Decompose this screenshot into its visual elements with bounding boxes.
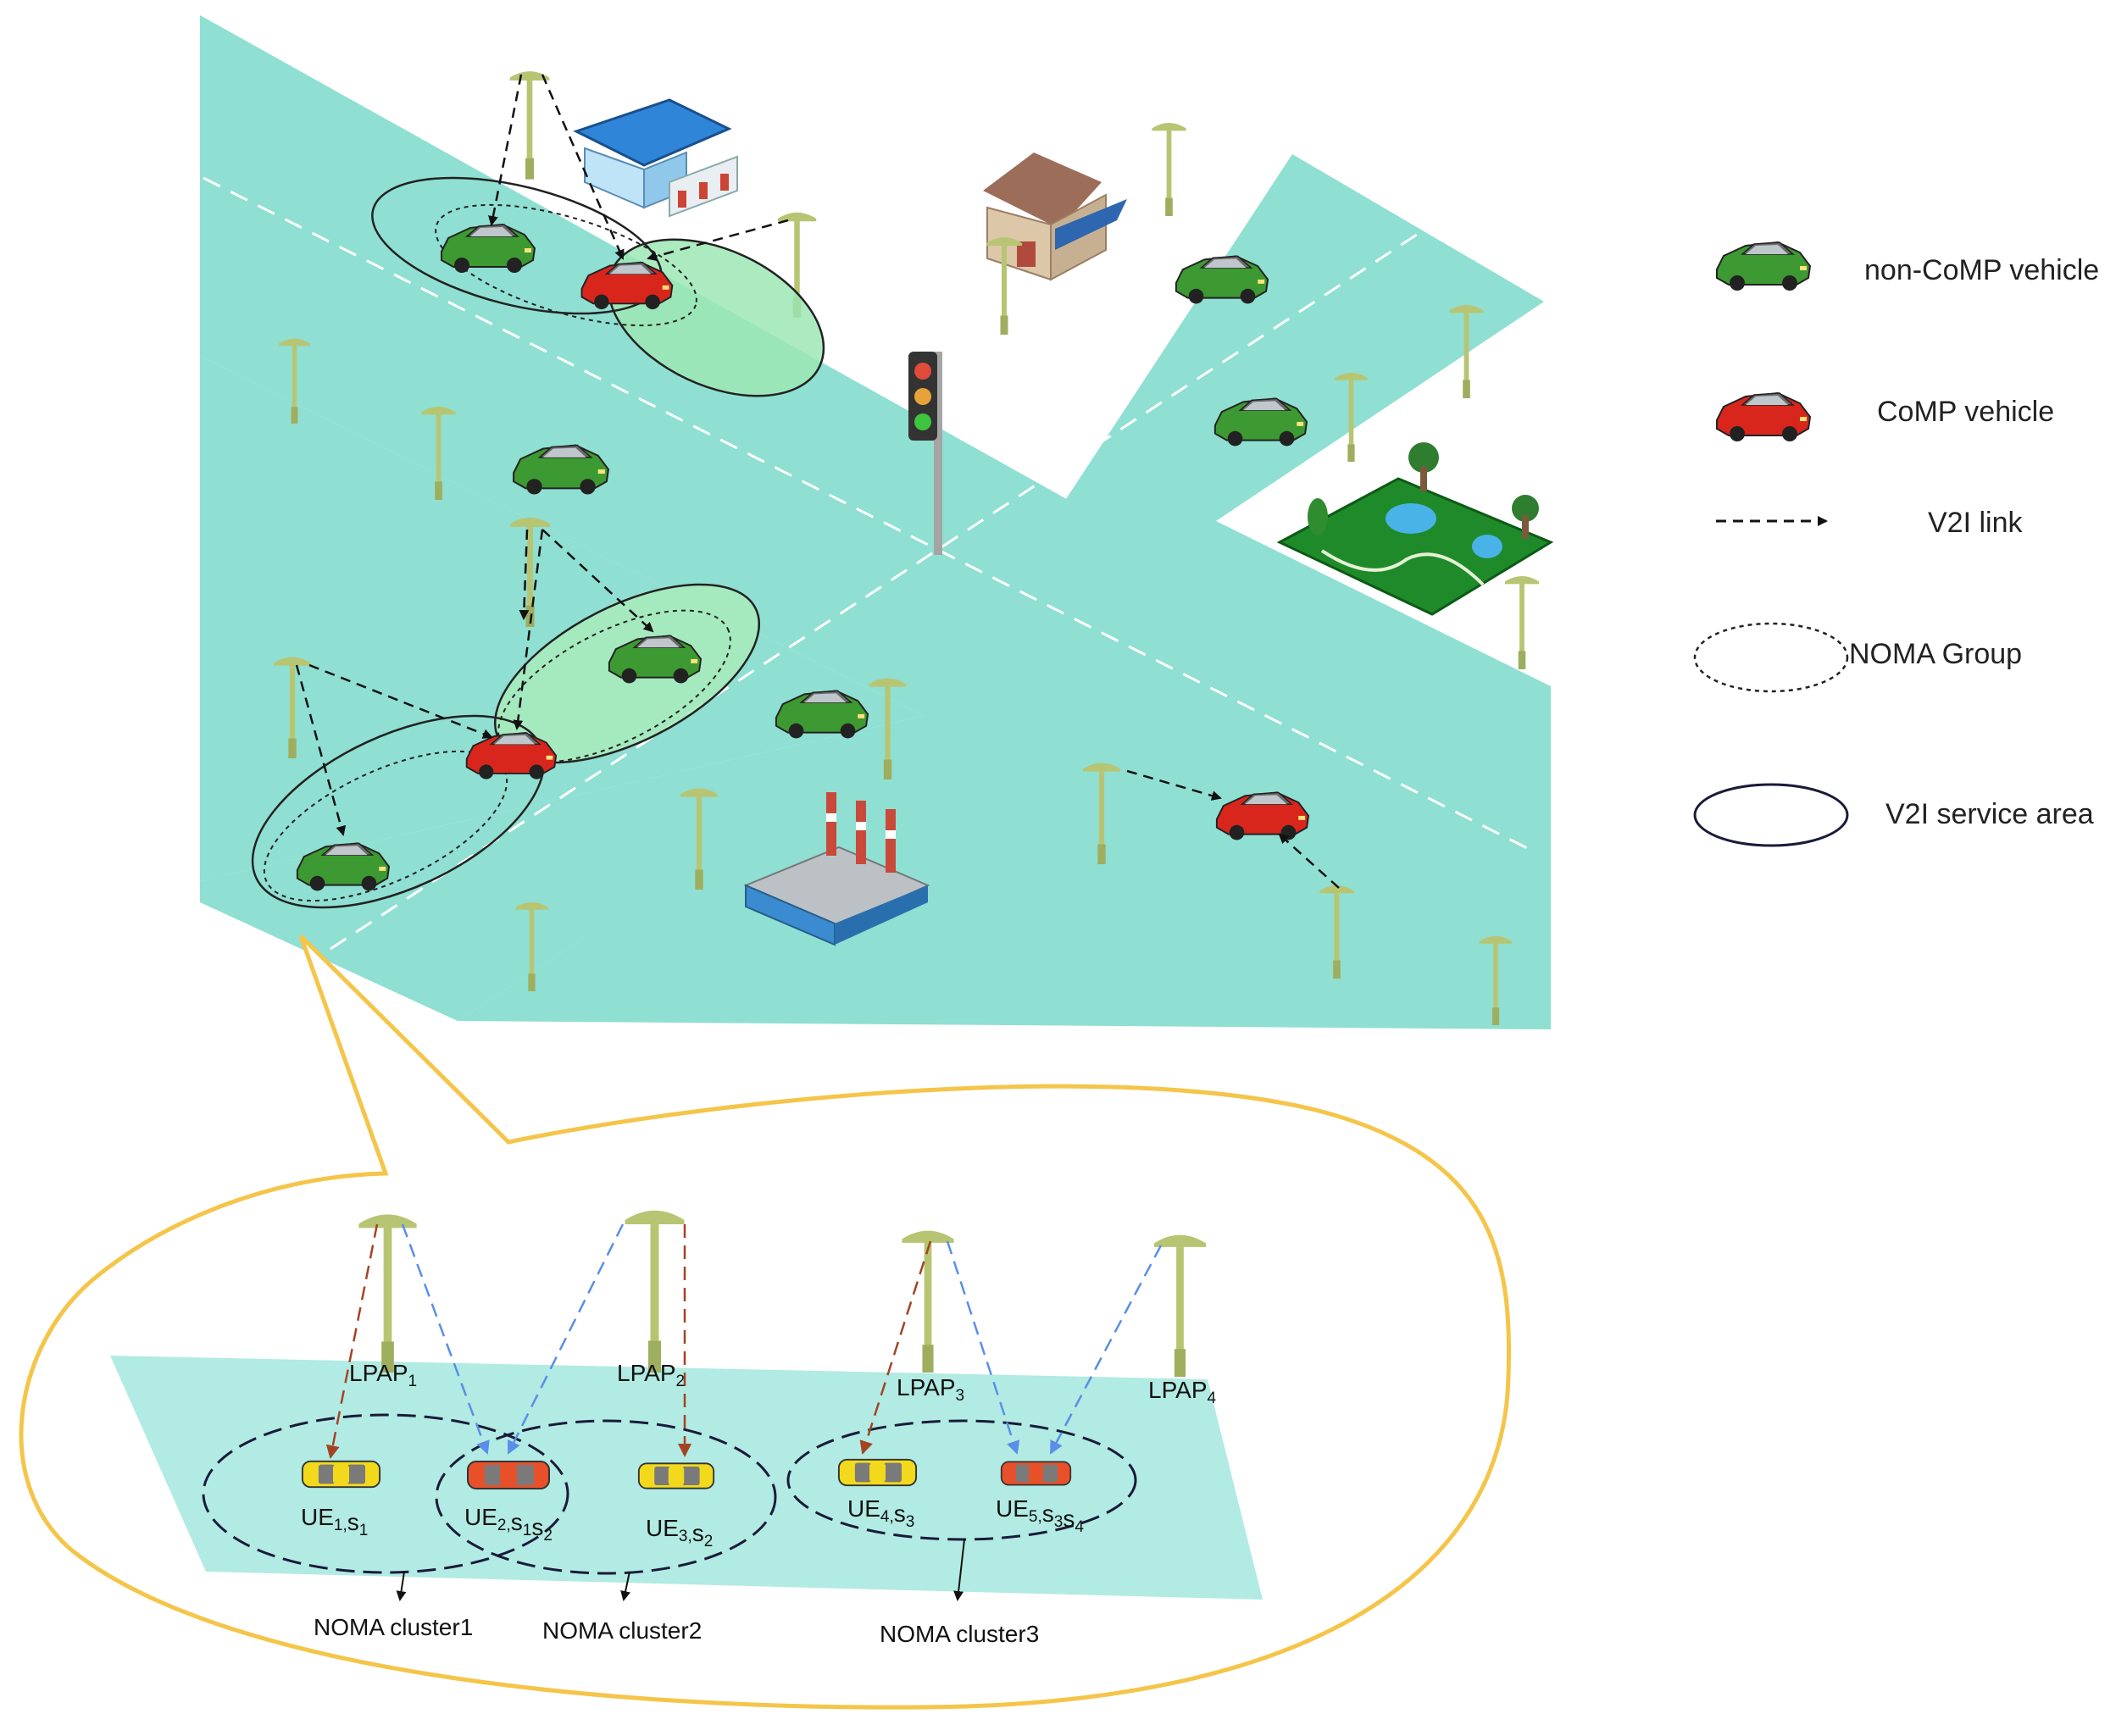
legend-noma-group-ellipse	[1693, 622, 1849, 693]
pole-icon	[1504, 576, 1540, 669]
ue3-label: UE3,s2	[646, 1515, 713, 1550]
lane-marking-2	[330, 223, 1433, 951]
noma-cluster3-ellipse	[786, 1419, 1137, 1541]
ue5-label: UE5,s3s4	[996, 1495, 1084, 1536]
legend-v2i-service-area-ellipse	[1693, 783, 1849, 847]
lpap-base: LPAP	[897, 1374, 956, 1400]
road-upper-right	[924, 154, 1551, 769]
legend-comp-vehicle-label: CoMP vehicle	[1877, 396, 2054, 428]
ue-text: s	[511, 1509, 523, 1535]
lpap-base: LPAP	[1148, 1377, 1208, 1403]
house-icon	[983, 153, 1127, 281]
ue-text: s	[347, 1509, 359, 1535]
legend-noma-group-label: NOMA Group	[1849, 638, 2022, 670]
lpap-subscript: 1	[408, 1373, 418, 1390]
ue-text: UE	[646, 1515, 679, 1541]
road-lower-left	[200, 716, 924, 1021]
pole-icon	[509, 71, 550, 180]
ue4-car-icon	[837, 1458, 918, 1487]
noma-group-top	[435, 203, 697, 327]
legend-v2i-service-area-label: V2I service area	[1885, 798, 2094, 830]
v2i-links	[295, 74, 1340, 889]
zoom-callout: LPAP1 LPAP2 LPAP3 LPAP4 UE1,s1 UE2,s1s2 …	[19, 935, 1512, 1710]
legend-comp-car-icon	[1715, 391, 1812, 443]
cluster2-pointer	[620, 1571, 630, 1601]
noma-cluster1-label: NOMA cluster1	[314, 1614, 473, 1640]
lpap-base: LPAP	[617, 1360, 676, 1386]
legend-non-comp-car-icon	[1715, 241, 1812, 292]
ue-text: UE	[996, 1495, 1029, 1522]
ue-text: UE	[847, 1495, 880, 1522]
ue1-label: UE1,s1	[301, 1504, 368, 1539]
ue-text: s	[1042, 1500, 1054, 1527]
lpap-subscript: 2	[676, 1373, 686, 1390]
ue-subscript: 1	[359, 1522, 369, 1539]
lpap-subscript: 4	[1208, 1389, 1217, 1407]
lpap2-label: LPAP2	[617, 1360, 685, 1390]
traffic-light-icon	[908, 352, 942, 555]
noma-cluster3-label: NOMA cluster3	[880, 1621, 1039, 1647]
noma-cluster2-ellipse	[435, 1419, 777, 1575]
ue-subscript: 2	[704, 1533, 714, 1550]
ue1-car-icon	[301, 1460, 381, 1489]
cluster3-pointer	[953, 1539, 965, 1601]
ue3-car-icon	[637, 1462, 715, 1489]
ue-text: s	[531, 1514, 543, 1540]
ue-text: s	[692, 1520, 704, 1546]
ue2-label: UE2,s1s2	[464, 1504, 553, 1545]
lpap4-label: LPAP4	[1148, 1377, 1217, 1407]
ue-subscript: 2	[543, 1527, 553, 1545]
ue-subscript: 5,	[1029, 1508, 1042, 1526]
ue2-car-icon	[466, 1460, 551, 1490]
ue-subscript: 4	[1075, 1518, 1084, 1536]
callout-outline	[19, 935, 1512, 1710]
factory-icon	[743, 792, 930, 946]
ue-subscript: 1	[523, 1522, 532, 1539]
noma-cluster2-label: NOMA cluster2	[542, 1617, 702, 1644]
lpap-subscript: 3	[956, 1387, 965, 1405]
zoom-links	[325, 1223, 1163, 1459]
ue-text: s	[1063, 1506, 1075, 1532]
park-icon	[1276, 442, 1554, 616]
ue-subscript: 3,	[679, 1528, 692, 1545]
ue-text: UE	[464, 1504, 497, 1530]
gas-station-icon	[573, 98, 738, 218]
ue-text: UE	[301, 1504, 334, 1530]
ue-subscript: 3	[906, 1513, 915, 1531]
cluster1-pointer	[396, 1571, 407, 1601]
legend-non-comp-vehicle-label: non-CoMP vehicle	[1864, 254, 2099, 286]
ue-text: s	[894, 1500, 906, 1527]
noma-cluster1-ellipse	[202, 1413, 569, 1574]
lpap3-label: LPAP3	[897, 1374, 964, 1405]
ue-subscript: 4,	[880, 1508, 894, 1526]
ue4-label: UE4,s3	[847, 1495, 914, 1531]
ue5-car-icon	[1000, 1461, 1072, 1486]
legend: non-CoMP vehicle CoMP vehicle V2I link N…	[1693, 241, 2099, 847]
lpap1-label: LPAP1	[349, 1360, 417, 1390]
pole-icon	[1152, 123, 1186, 216]
road-horizontal-left	[200, 356, 924, 881]
lpap-base: LPAP	[349, 1360, 408, 1386]
legend-v2i-link-label: V2I link	[1928, 507, 2023, 539]
lane-marking-1	[203, 176, 1535, 853]
ue-subscript: 1,	[334, 1517, 347, 1534]
ue-subscript: 2,	[497, 1517, 511, 1534]
ue-subscript: 3	[1054, 1513, 1064, 1531]
